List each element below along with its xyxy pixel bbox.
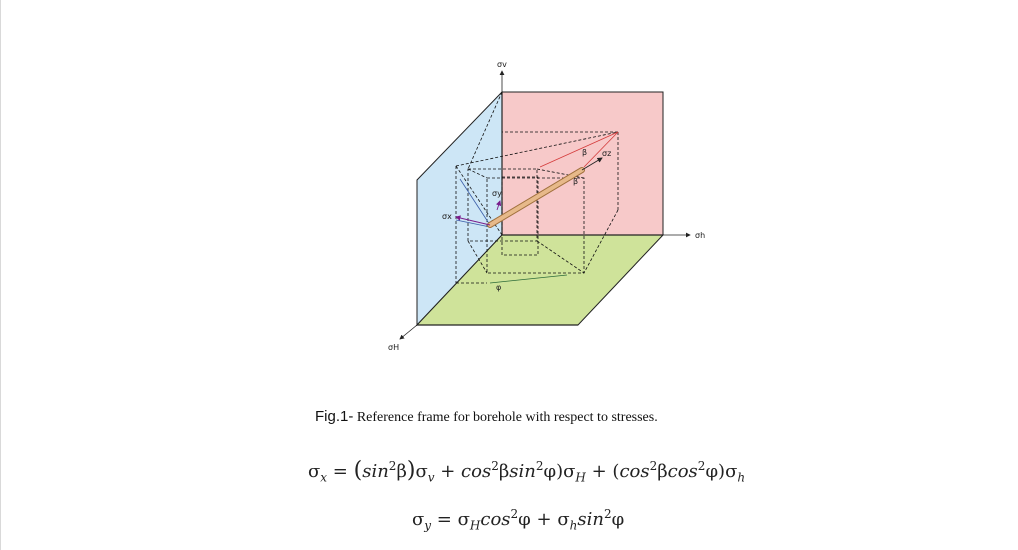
eq1-lhs-sub: x [320,470,328,485]
equation-sigma-x: σx = (sin2β)σv + cos2βsin2φ)σH + (cos2βc… [308,458,745,485]
label-beta-top: β [582,148,587,157]
eq2-f1: cos [480,509,511,530]
eq2-f1-sup: 2 [510,507,519,521]
eq1-t1-body: β [396,461,407,482]
eq1-t2-sup2: 2 [535,459,544,473]
eq2-f2-sup: 2 [603,507,612,521]
eq1-t3-sup1: 2 [649,459,658,473]
eq2-s1: σ [457,509,470,530]
eq2-f2-arg: φ [611,509,625,530]
eq2-lhs-sub: y [424,518,432,533]
stress-frame-figure: σv σh σH σx σy σz β β φ [388,60,705,352]
eq2-lhs: σ [412,509,425,530]
eq1-t3-fn1: cos [619,461,650,482]
eq1-t3-end: φ)σ [705,461,738,482]
eq1-t1-sigma: σ [415,461,428,482]
eq1-t1-close: ) [406,458,416,483]
eq1-t3-fn2: cos [667,461,698,482]
label-sigma-h: σh [695,231,705,240]
eq1-t2-sub: H [575,470,586,485]
vector-sigma-y [496,200,502,211]
equation-sigma-y: σy = σHcos2φ + σhsin2φ [412,507,624,533]
eq2-s1-sub: H [469,518,481,533]
eq1-t1-fn: sin [362,461,389,482]
vector-sigma-x [455,215,491,226]
eq1-t1-sub: v [427,470,435,485]
eq2-f2: sin [577,509,604,530]
eq1-t2-fn1: cos [461,461,492,482]
label-beta: β [573,177,578,186]
caption-text: Reference frame for borehole with respec… [353,410,658,425]
dashed-box [455,91,619,284]
eq1-t2-fn2: sin [509,461,536,482]
caption-label: Fig.1- [315,408,354,425]
back-wall [501,91,664,236]
label-sigma-y: σy [492,189,502,198]
label-sigma-x: σx [442,212,452,221]
label-phi: φ [496,283,501,292]
label-sigma-H: σH [388,343,399,352]
eq1-t1-sup: 2 [388,459,397,473]
vector-sigma-z [581,157,603,171]
axis-sigma-H [399,324,418,340]
eq1-t1-open: ( [353,458,363,483]
eq1-t2-sup1: 2 [491,459,499,473]
eq1-t3-mid: β [657,461,668,482]
eq1-t3-sup2: 2 [697,459,706,473]
eq1-plus1: + [434,461,462,482]
eq1-t3-open: ( [612,461,620,482]
figure-caption: Fig.1- Reference frame for borehole with… [315,408,815,426]
label-sigma-z: σz [602,149,611,158]
eq1-equals: = [327,461,354,482]
eq2-f1-arg: φ [518,509,531,530]
label-sigma-v: σv [497,60,507,69]
eq1-plus2: + [585,461,613,482]
eq2-s2: σ [557,509,570,530]
eq1-lhs: σ [308,461,321,482]
eq1-t2-mid: β [498,461,510,482]
eq2-equals: = [431,509,458,530]
eq2-s2-sub: h [569,518,578,533]
page-edge-rule [0,0,1,550]
eq1-t3-sub: h [737,470,746,485]
eq2-plus: + [530,509,558,530]
eq1-t2-end: φ)σ [543,461,576,482]
